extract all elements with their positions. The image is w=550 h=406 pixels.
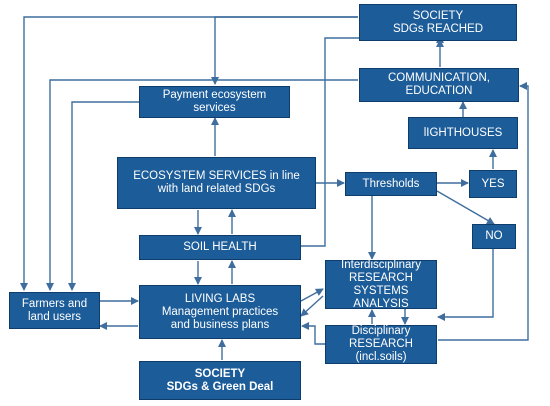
edge-research-to-comm [438, 82, 529, 341]
edge-payment-to-farmers [68, 101, 139, 291]
node-lighthouses: lIGHTHOUSES [408, 117, 518, 149]
node-no: NO [472, 224, 516, 249]
node-thresholds: Thresholds [345, 172, 437, 196]
edge-comm-to-farmers [46, 79, 358, 291]
node-yes: YES [469, 170, 517, 198]
node-society-sdgs-green-deal: SOCIETY SDGs & Green Deal [139, 361, 301, 400]
edge-disc-to-livinglabs [301, 322, 325, 345]
node-communication-education: COMMUNICATION, EDUCATION [359, 68, 519, 102]
edge-livinglabs-to-interdisc [300, 288, 324, 302]
node-society-sdgs-reached: SOCIETY SDGs REACHED [359, 4, 517, 41]
edge-thresholds-to-no [436, 190, 495, 225]
node-living-labs: LIVING LABS Management practices and bus… [139, 285, 301, 339]
node-soil-health: SOIL HEALTH [139, 235, 301, 260]
node-ecosystem-services: ECOSYSTEM SERVICES in line with land rel… [117, 157, 316, 209]
edge-no-to-research [437, 249, 494, 321]
edge-reached-to-living-labs [211, 16, 358, 85]
node-payment-ecosystem-services: Payment ecosystem services [139, 86, 290, 118]
node-disciplinary-research: Disciplinary RESEARCH (incl.soils) [325, 325, 437, 364]
node-interdisciplinary-research: Interdisciplinary RESEARCH SYSTEMS ANALY… [325, 259, 437, 310]
node-farmers-land-users: Farmers and land users [9, 292, 100, 329]
edge-interdisc-to-livinglabs [300, 295, 324, 317]
